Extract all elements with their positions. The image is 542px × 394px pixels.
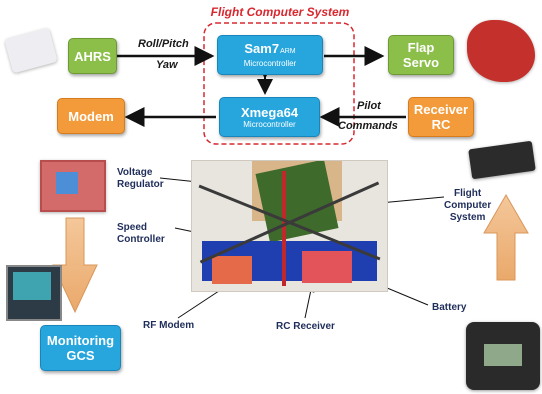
gcs-laptop-image [6,265,62,321]
flap-servo-box: Flap Servo [388,35,454,75]
modem-box: Modem [57,98,125,134]
servo-label: Servo [402,55,440,70]
ahrs-box: AHRS [68,38,117,74]
voltage-regulator-image [40,160,106,212]
sam7-sub-label: Microcontroller [243,59,297,68]
battery-label: Battery [432,302,467,313]
voltage-text: Voltage [117,167,153,178]
rf-modem-label: RF Modem [143,320,195,331]
controller-text: Controller [117,234,165,245]
big-arrow-up [483,194,529,281]
rc-receiver-label: RC Receiver [276,321,335,332]
pilot-label: Pilot [357,100,381,112]
ahrs-label: AHRS [74,48,111,64]
computer-text: Computer [444,200,492,211]
commands-label: Commands [338,120,398,132]
modem-label: Modem [68,108,114,124]
yaw-label: Yaw [156,59,178,71]
sam7-name: Sam7 [244,41,280,56]
speed-text: Speed [117,222,148,233]
sam7-arch: ARM [280,48,296,55]
speed-controller-label: Speed Controller [117,222,165,246]
receiver-rc-box: Receiver RC [408,97,474,137]
flap-servo-image [467,20,535,82]
big-arrow-down [52,217,98,314]
roll-pitch-label: Roll/Pitch [138,38,189,50]
flap-label: Flap [407,40,435,55]
voltage-regulator-label: Voltage Regulator [117,167,164,191]
rc-label: RC [431,117,451,132]
xmega-sub-label: Microcontroller [243,119,296,129]
flight-text: Flight [454,188,482,199]
xmega-label: Xmega64 [240,104,299,120]
system-text: System [449,212,486,223]
sam7-box: Sam7ARM Microcontroller [217,35,323,75]
monitoring-label: Monitoring [46,333,115,348]
rc-transmitter-image [466,322,540,390]
diagram-title: Flight Computer System [210,5,350,19]
flight-computer-system-label: Flight Computer System [444,188,491,224]
flight-computer-group-border [203,22,355,145]
regulator-text: Regulator [117,179,164,190]
sam7-label: Sam7ARM [244,41,295,59]
monitoring-gcs-box: Monitoring GCS [40,325,121,371]
gcs-label: GCS [66,348,95,363]
xmega-box: Xmega64 Microcontroller [219,97,320,137]
receiver-label: Receiver [413,102,469,117]
flight-computer-photo [191,160,388,292]
